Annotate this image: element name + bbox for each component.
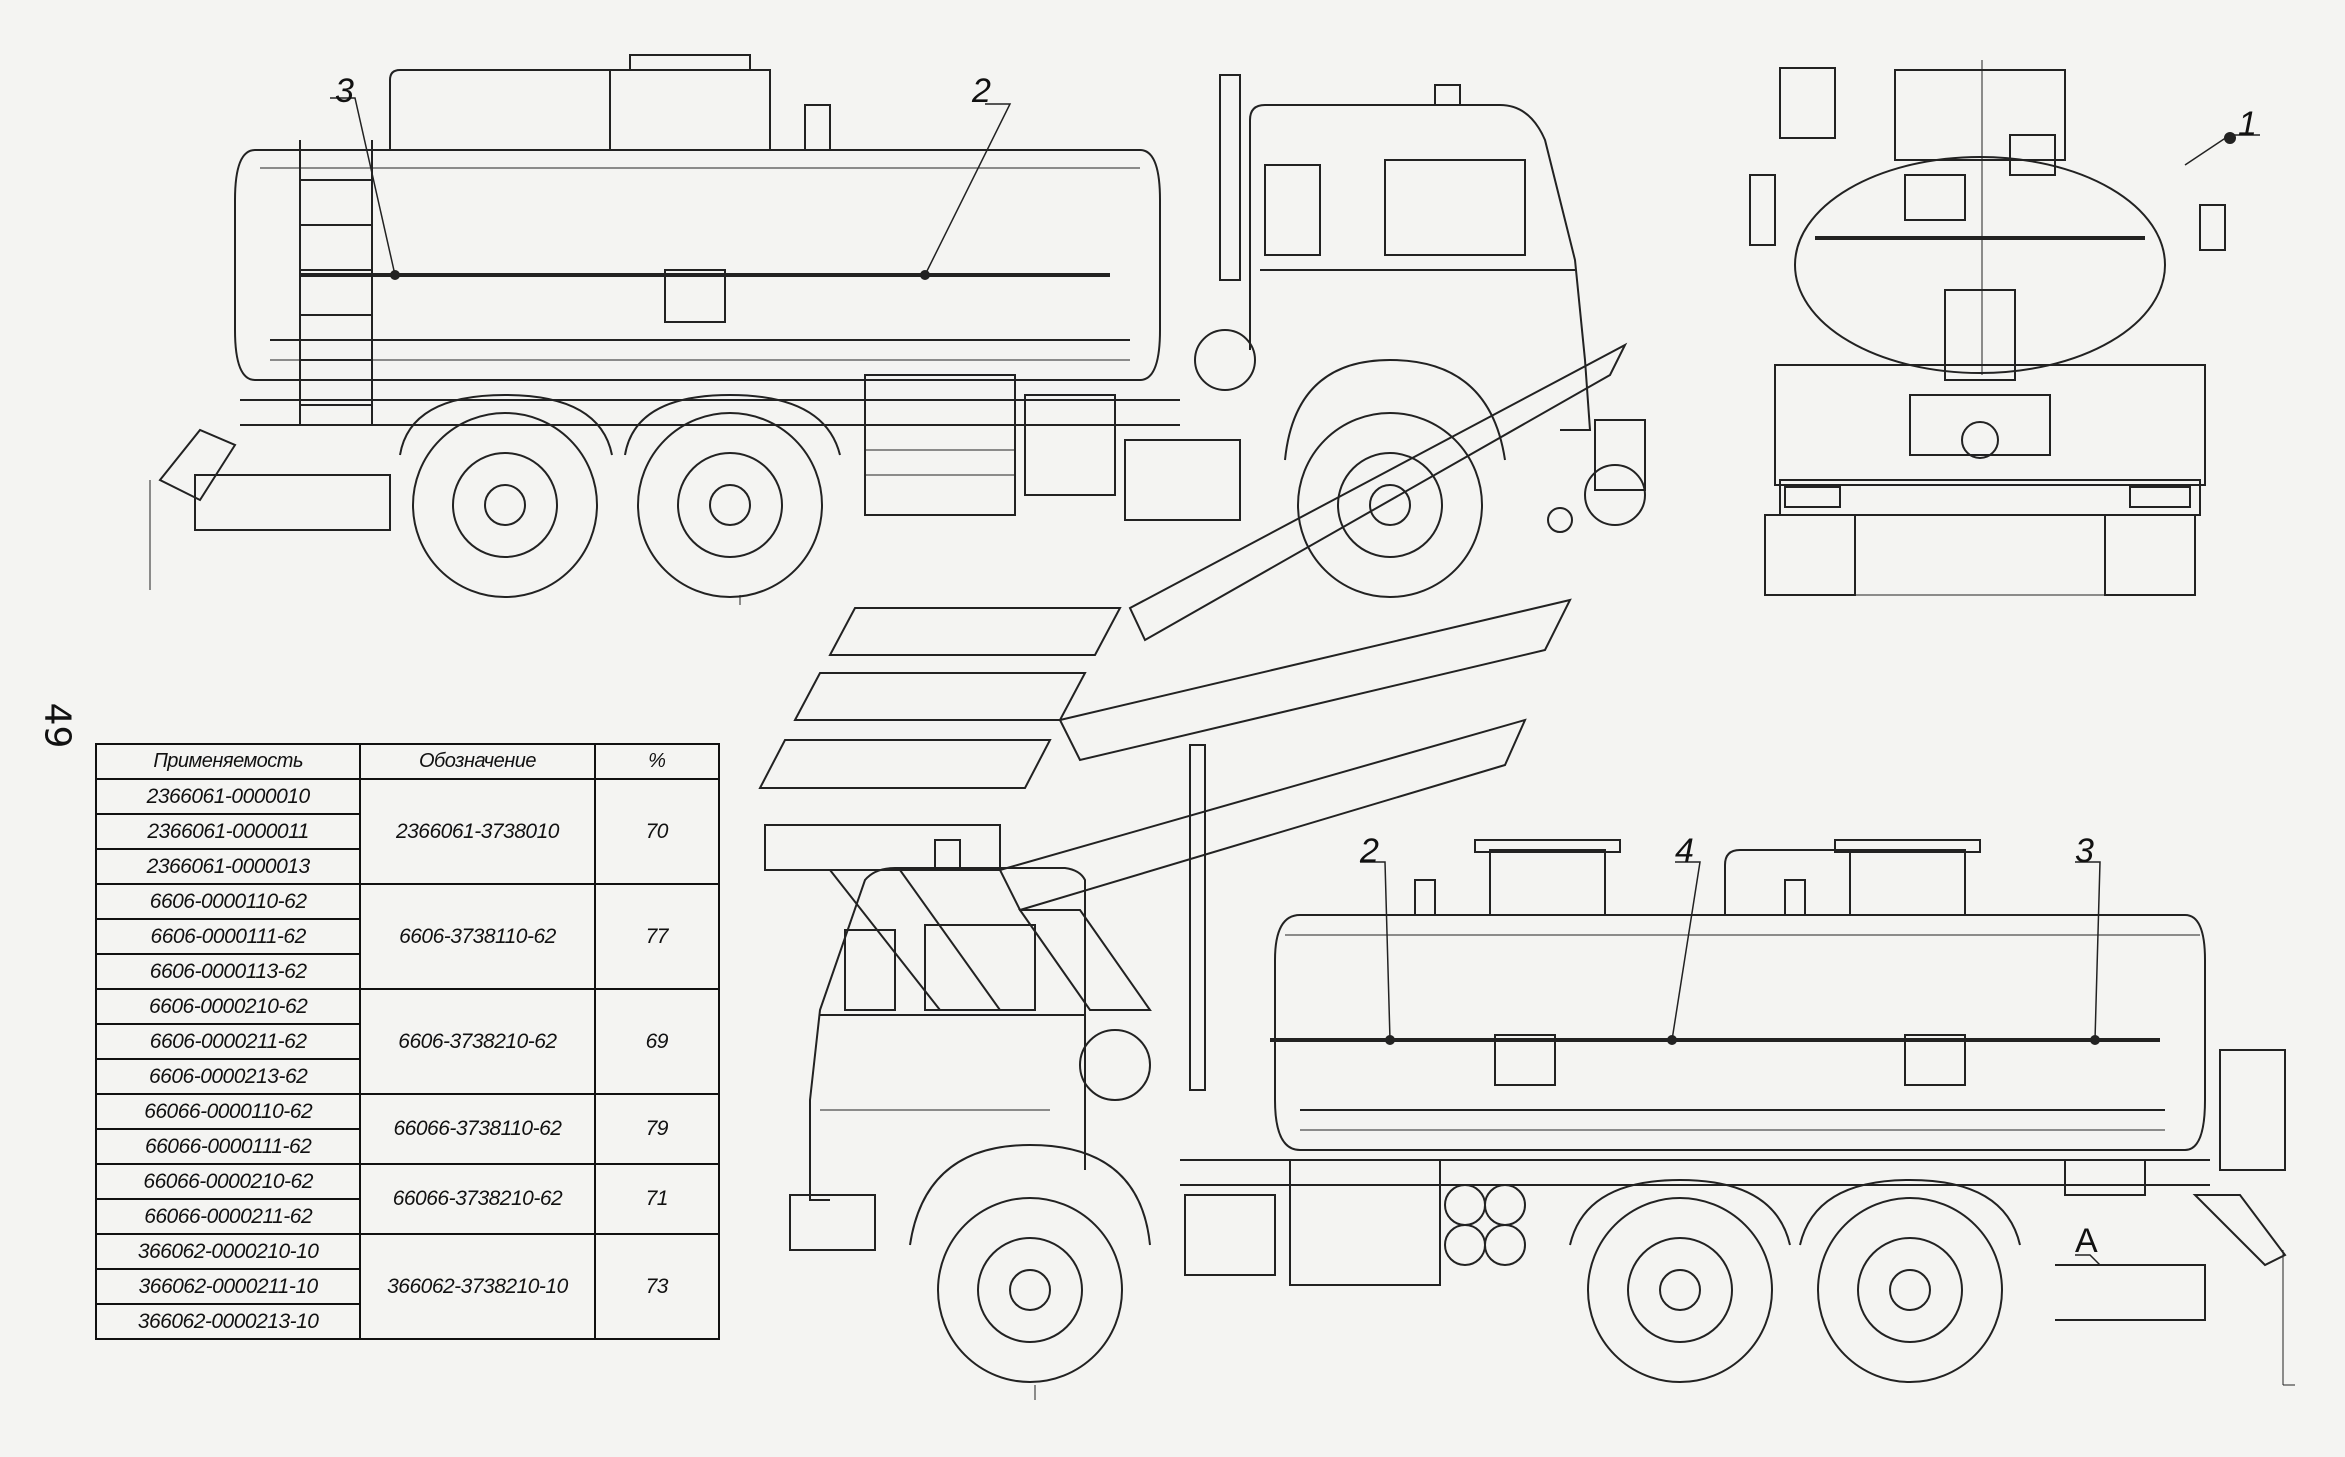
applicability-cell: 66066-0000110-62 [94, 1093, 362, 1130]
callout-1-rear: 1 [2238, 105, 2257, 143]
applicability-cell: 6606-0000213-62 [94, 1058, 362, 1095]
callout-4-bottom: 4 [1675, 832, 1694, 870]
applicability-cell: 6606-0000113-62 [94, 953, 362, 990]
table-row: 2366061-0000013 [94, 848, 719, 885]
table-row: 66066-0000210-62 66066-3738210-62 71 [94, 1163, 721, 1235]
percent-cell: 70 [593, 778, 721, 885]
callout-3-bottom: 3 [2075, 832, 2094, 870]
table-row: 66066-0000110-62 66066-3738110-62 79 [94, 1093, 721, 1165]
percent-cell: 79 [593, 1093, 721, 1165]
applicability-cell: 2366061-0000011 [94, 813, 362, 850]
percent-cell: 71 [593, 1163, 721, 1235]
side-view-top [149, 54, 1646, 605]
applicability-cell: 366062-0000210-10 [94, 1233, 362, 1270]
table-row: 2366061-0000010 2366061-3738010 70 [94, 778, 721, 885]
percent-cell: 77 [593, 883, 721, 990]
applicability-table: Применяемость Обозначение % 2366061-0000… [94, 743, 721, 1340]
designation-cell: 6606-3738110-62 [359, 883, 596, 990]
manufacturer-logo [758, 342, 1628, 1011]
table-row: 66066-0000111-62 [94, 1128, 719, 1165]
applicability-cell: 6606-0000210-62 [94, 988, 362, 1025]
designation-cell: 66066-3738110-62 [359, 1093, 596, 1165]
table-row: 6606-0000110-62 6606-3738110-62 77 [94, 883, 721, 990]
table-row: 6606-0000113-62 [94, 953, 719, 990]
table-row: 6606-0000213-62 [94, 1058, 719, 1095]
table-header-row: Применяемость Обозначение % [94, 743, 721, 780]
applicability-cell: 66066-0000211-62 [94, 1198, 362, 1235]
applicability-cell: 66066-0000210-62 [94, 1163, 362, 1200]
callout-detail-a: A [2075, 1222, 2098, 1260]
header-percent: % [593, 743, 721, 780]
table-row: 366062-0000211-10 [94, 1268, 719, 1305]
page-number: 49 [36, 702, 78, 749]
table-row: 366062-0000213-10 [94, 1303, 719, 1340]
table-row: 6606-0000211-62 [94, 1023, 719, 1060]
rear-view [1749, 60, 2260, 596]
applicability-cell: 366062-0000211-10 [94, 1268, 362, 1305]
table-row: 6606-0000111-62 [94, 918, 719, 955]
callout-2-top: 2 [972, 72, 991, 110]
callout-2-bottom: 2 [1360, 832, 1379, 870]
applicability-cell: 66066-0000111-62 [94, 1128, 362, 1165]
side-view-bottom [789, 744, 2295, 1400]
applicability-cell: 2366061-0000013 [94, 848, 362, 885]
percent-cell: 73 [593, 1233, 721, 1340]
percent-cell: 69 [593, 988, 721, 1095]
table-row: 2366061-0000011 [94, 813, 719, 850]
designation-cell: 6606-3738210-62 [359, 988, 596, 1095]
table-row: 66066-0000211-62 [94, 1198, 719, 1235]
designation-cell: 66066-3738210-62 [359, 1163, 596, 1235]
table-row: 6606-0000210-62 6606-3738210-62 69 [94, 988, 721, 1095]
applicability-cell: 6606-0000110-62 [94, 883, 362, 920]
applicability-cell: 6606-0000111-62 [94, 918, 362, 955]
callout-3-top: 3 [335, 72, 354, 110]
designation-cell: 366062-3738210-10 [359, 1233, 596, 1340]
header-applicability: Применяемость [94, 743, 362, 780]
header-designation: Обозначение [359, 743, 596, 780]
table-row: 366062-0000210-10 366062-3738210-10 73 [94, 1233, 721, 1340]
applicability-cell: 366062-0000213-10 [94, 1303, 362, 1340]
applicability-cell: 6606-0000211-62 [94, 1023, 362, 1060]
applicability-cell: 2366061-0000010 [94, 778, 362, 815]
designation-cell: 2366061-3738010 [359, 778, 596, 885]
